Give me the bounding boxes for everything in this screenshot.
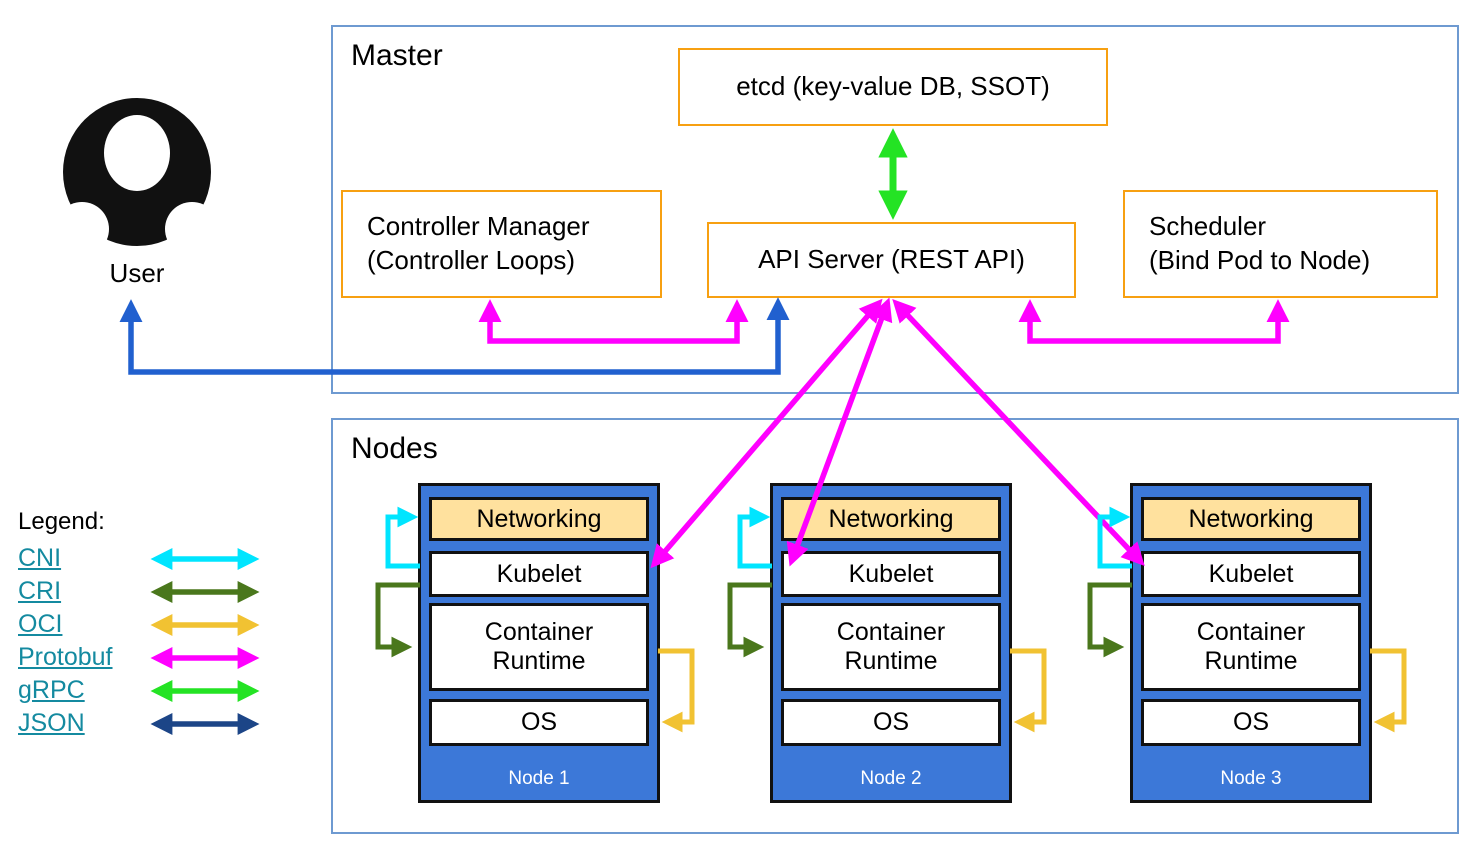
json-link[interactable]: JSON — [18, 709, 85, 737]
node-1-os-box: OS — [429, 699, 649, 746]
cri-link[interactable]: CRI — [18, 577, 62, 605]
legend-row-cni: CNI — [18, 542, 265, 575]
protobuf-arrow-icon — [150, 646, 260, 669]
container-runtime-label: Container Runtime — [484, 618, 594, 675]
oci-link[interactable]: OCI — [18, 610, 63, 638]
api-server-box: API Server (REST API) — [707, 222, 1076, 298]
os-label: OS — [520, 708, 558, 737]
controller-manager-line1: Controller Manager — [367, 211, 590, 242]
networking-label: Networking — [1188, 504, 1314, 533]
node-1-label: Node 1 — [508, 768, 570, 789]
node-1: Networking Kubelet Container Runtime OS … — [418, 483, 660, 803]
kubelet-label: Kubelet — [848, 559, 934, 588]
kubelet-label: Kubelet — [496, 559, 582, 588]
protobuf-link[interactable]: Protobuf — [18, 643, 113, 671]
node-2-container-runtime-box: Container Runtime — [781, 603, 1001, 691]
kubelet-label: Kubelet — [1208, 559, 1294, 588]
scheduler-box: Scheduler (Bind Pod to Node) — [1123, 190, 1438, 298]
json-arrow-icon — [150, 712, 260, 735]
grpc-link[interactable]: gRPC — [18, 676, 85, 704]
legend: Legend: CNI CRI OCI Protobuf — [18, 508, 265, 740]
nodes-title: Nodes — [351, 432, 438, 465]
node-1-kubelet-box: Kubelet — [429, 551, 649, 597]
node-3-label: Node 3 — [1220, 768, 1282, 789]
user-icon — [55, 98, 219, 256]
scheduler-line2: (Bind Pod to Node) — [1149, 245, 1371, 275]
scheduler-line1: Scheduler — [1149, 211, 1267, 242]
master-title: Master — [351, 39, 443, 72]
legend-row-cri: CRI — [18, 575, 265, 608]
node-3-networking-box: Networking — [1141, 497, 1361, 541]
node-2-kubelet-box: Kubelet — [781, 551, 1001, 597]
container-runtime-label: Container Runtime — [1196, 618, 1306, 675]
cni-arrow-icon — [150, 547, 260, 570]
os-label: OS — [872, 708, 910, 737]
cri-arrow-icon — [150, 580, 260, 603]
etcd-label: etcd (key-value DB, SSOT) — [736, 71, 1050, 102]
user-label: User — [109, 258, 165, 288]
legend-row-json: JSON — [18, 707, 265, 740]
api-server-label: API Server (REST API) — [758, 244, 1025, 275]
container-runtime-label: Container Runtime — [836, 618, 946, 675]
node-1-container-runtime-box: Container Runtime — [429, 603, 649, 691]
node-2-os-box: OS — [781, 699, 1001, 746]
controller-manager-box: Controller Manager (Controller Loops) — [341, 190, 662, 298]
node-1-networking-box: Networking — [429, 497, 649, 541]
networking-label: Networking — [828, 504, 954, 533]
node-3-os-box: OS — [1141, 699, 1361, 746]
legend-row-oci: OCI — [18, 608, 265, 641]
legend-row-protobuf: Protobuf — [18, 641, 265, 674]
node-3-container-runtime-box: Container Runtime — [1141, 603, 1361, 691]
controller-manager-line2: (Controller Loops) — [367, 245, 576, 275]
cni-link[interactable]: CNI — [18, 544, 62, 572]
node-2: Networking Kubelet Container Runtime OS … — [770, 483, 1012, 803]
oci-arrow-icon — [150, 613, 260, 636]
legend-title: Legend: — [18, 508, 105, 535]
legend-row-grpc: gRPC — [18, 674, 265, 707]
node-3: Networking Kubelet Container Runtime OS … — [1130, 483, 1372, 803]
grpc-arrow-icon — [150, 679, 260, 702]
os-label: OS — [1232, 708, 1270, 737]
node-2-label: Node 2 — [860, 768, 922, 789]
networking-label: Networking — [476, 504, 602, 533]
etcd-box: etcd (key-value DB, SSOT) — [678, 48, 1108, 126]
node-3-kubelet-box: Kubelet — [1141, 551, 1361, 597]
node-2-networking-box: Networking — [781, 497, 1001, 541]
